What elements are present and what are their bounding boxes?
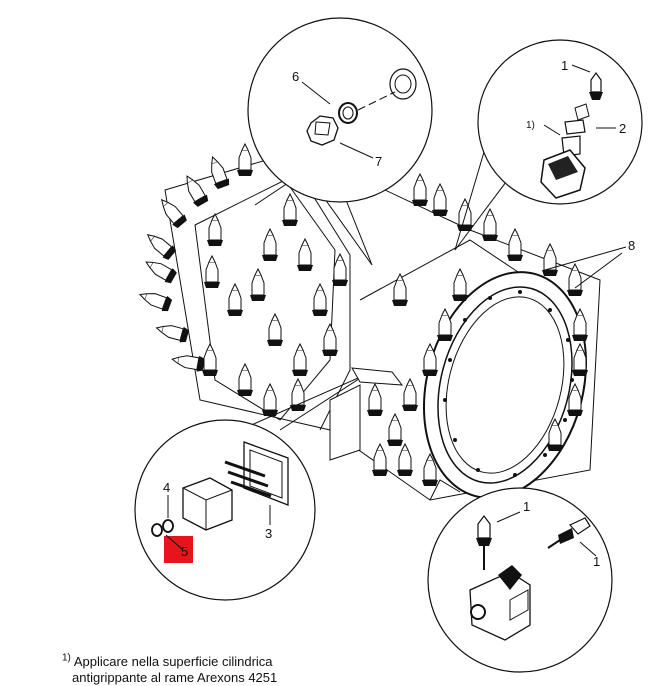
footnote: 1) Applicare nella superficie cilindrica…	[62, 651, 277, 686]
callout-1-bottom-a: 1	[523, 499, 530, 514]
highlight-box	[164, 536, 193, 563]
pick-vertical-part	[476, 515, 492, 570]
detail-circle-pick-install	[427, 487, 613, 673]
callout-7: 7	[375, 154, 382, 169]
callout-8-leader	[574, 252, 623, 289]
footnote-line-1: Applicare nella superficie cilindrica	[73, 654, 273, 670]
footnote-marker: 1)	[62, 653, 71, 664]
flange-bolts	[443, 290, 574, 477]
nozzle-o-ring	[338, 102, 358, 124]
retainer-sleeve	[561, 103, 590, 157]
bracket-plate	[224, 441, 289, 506]
washer-nut	[151, 519, 174, 537]
callout-8: 8	[628, 238, 635, 253]
callout-6: 6	[292, 69, 299, 84]
detail-circle-pick-holder	[477, 39, 643, 205]
installed-holder	[469, 565, 531, 641]
detail-circle-nozzle	[247, 17, 433, 203]
callout-3: 3	[265, 526, 272, 541]
callout-2: 2	[619, 121, 626, 136]
footnote-text: 1) Applicare nella superficie cilindrica…	[62, 653, 277, 686]
callout-1-top: 1	[561, 58, 568, 73]
spacer-block	[182, 477, 233, 531]
pick-top-part	[589, 71, 603, 100]
nozzle-plug-part	[306, 115, 339, 146]
detail-circle-plate	[134, 419, 316, 601]
callout-4: 4	[163, 480, 170, 495]
nozzle-seat	[389, 68, 417, 100]
pick-angled-part	[547, 517, 591, 549]
callout-1-note: 1)	[526, 120, 535, 131]
drum-flange-ring	[422, 271, 588, 499]
callout-1-bottom-b: 1	[593, 554, 600, 569]
drum-mount-plate	[329, 367, 404, 461]
pick-holder-block	[540, 149, 586, 199]
